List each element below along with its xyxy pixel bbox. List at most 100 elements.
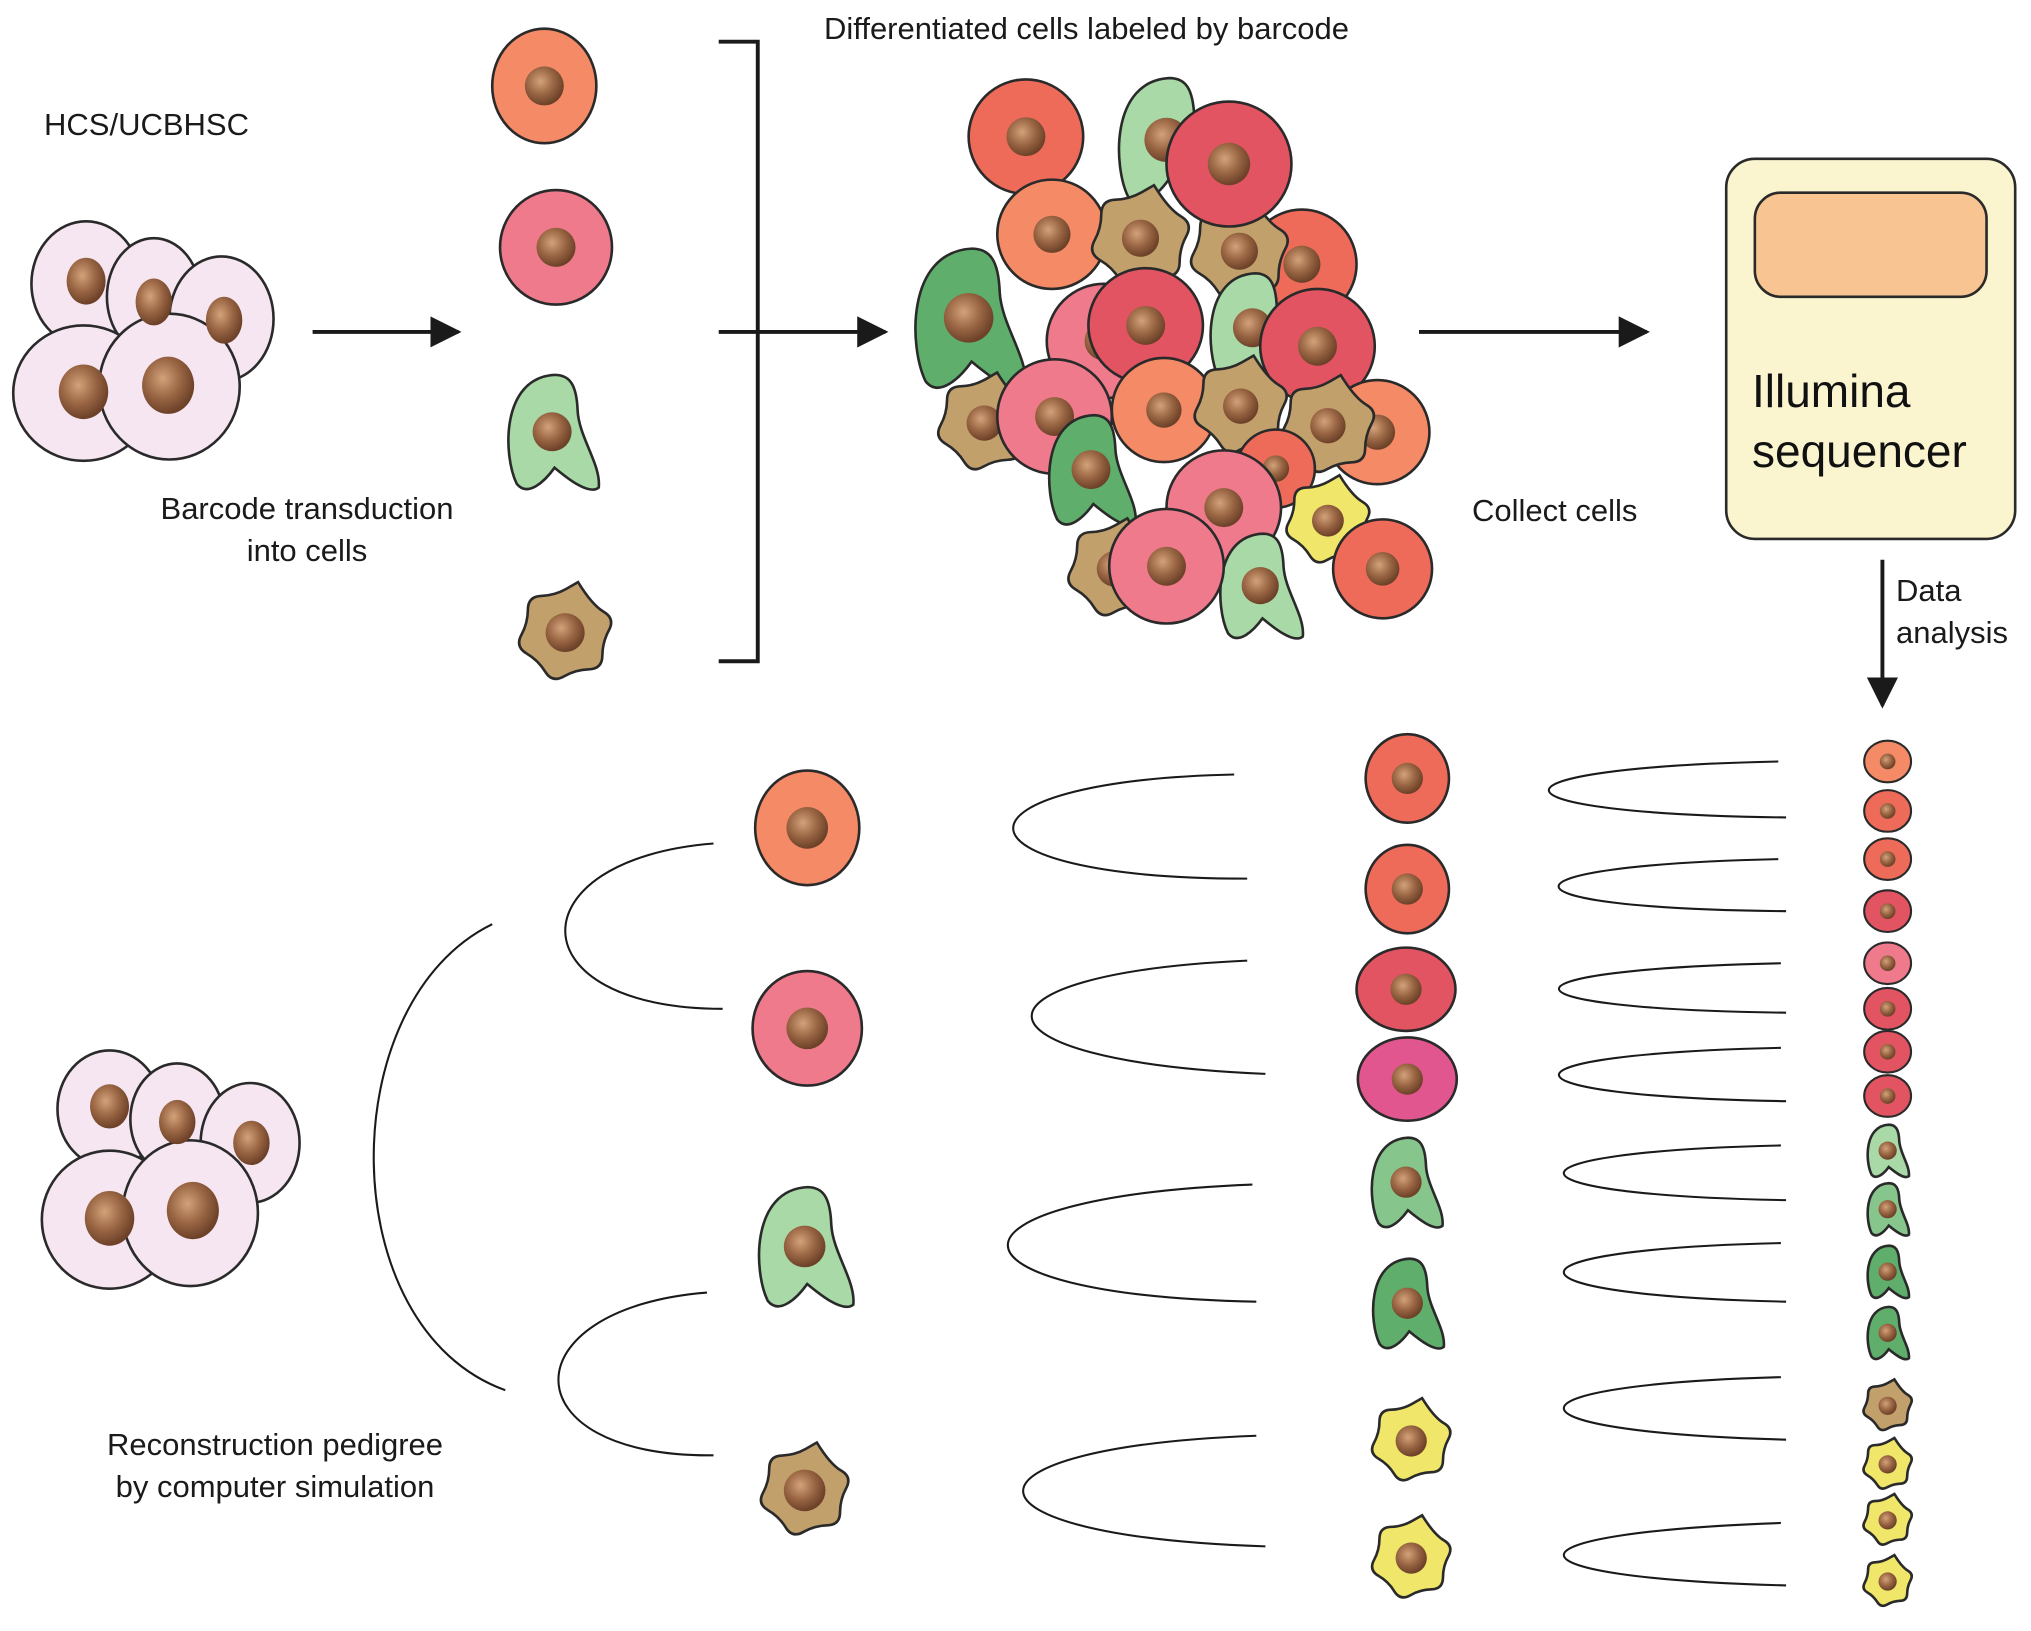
grouping-bracket <box>718 39 760 664</box>
data-analysis-label: Data analysis <box>1896 573 2008 650</box>
green-cell <box>1370 1136 1444 1229</box>
nucleus <box>966 405 1002 441</box>
nucleus <box>1283 245 1321 283</box>
nucleus <box>1220 232 1258 270</box>
nucleus <box>1365 552 1400 586</box>
nucleus <box>1147 546 1186 586</box>
flow-arrows <box>312 316 1899 709</box>
nucleus <box>1035 397 1075 437</box>
nucleus <box>1222 388 1259 424</box>
orange-cell <box>490 27 598 145</box>
green-cell <box>507 373 601 491</box>
nucleus <box>1390 973 1422 1005</box>
nucleus <box>1879 803 1896 819</box>
cluster-cell <box>967 78 1085 196</box>
nucleus <box>1391 873 1423 905</box>
nucleus <box>1878 1323 1897 1342</box>
nucleus <box>1241 567 1279 605</box>
nucleus <box>1391 762 1423 795</box>
nucleus <box>1204 488 1244 528</box>
nucleus <box>1006 117 1046 157</box>
leaf-cell <box>1863 986 1913 1031</box>
pink-cell <box>498 188 614 306</box>
tan-cell <box>759 1440 850 1536</box>
nucleus <box>1879 955 1896 972</box>
pedigree-generation-3-cells <box>1862 739 1914 1608</box>
nucleus <box>532 412 572 452</box>
nucleus <box>1146 392 1182 428</box>
cluster-cell <box>1090 183 1191 289</box>
cluster-cell <box>1193 353 1288 454</box>
leaf-cell <box>1862 1492 1914 1546</box>
salmon-cell <box>1364 732 1451 824</box>
cluster-cell <box>1165 100 1293 228</box>
nucleus <box>1879 753 1896 770</box>
nucleus <box>1391 1063 1423 1095</box>
stem-cell-cluster-top <box>11 219 275 463</box>
leaf-cell <box>1862 1553 1914 1608</box>
sequencer-screen <box>1753 191 1988 299</box>
nucleus <box>1207 142 1251 186</box>
differentiated-cells-title: Differentiated cells labeled by barcode <box>824 11 1350 46</box>
hcs-ucbhsc-label: HCS/UCBHSC <box>44 107 249 142</box>
nucleus <box>1298 326 1337 366</box>
nucleus <box>786 1007 829 1050</box>
pedigree-tree <box>372 760 1787 1587</box>
nucleus <box>524 66 564 106</box>
cluster-cell <box>1219 532 1305 640</box>
leaf-cell <box>1863 889 1913 934</box>
leaf-cell <box>1863 739 1913 784</box>
barcode-transduction-label: Barcode transduction into cells <box>160 491 454 568</box>
nucleus <box>1390 1166 1422 1198</box>
nucleus <box>943 293 994 343</box>
pedigree-generation-2-cells <box>1355 732 1459 1599</box>
yellow-cell <box>1370 1396 1452 1482</box>
leaf-cell <box>1863 941 1913 986</box>
cluster-cell <box>914 247 1027 390</box>
cluster-cell <box>1087 266 1205 384</box>
nucleus <box>1879 1088 1896 1104</box>
illumina-sequencer-icon <box>1724 157 2017 541</box>
nucleus <box>1121 219 1160 257</box>
leaf-cell <box>1863 837 1913 881</box>
leaf-cell <box>1866 1305 1911 1361</box>
salmon-cell <box>1364 843 1451 935</box>
leaf-cell <box>1866 1244 1911 1300</box>
leaf-cell <box>1863 1074 1913 1118</box>
cluster-cell <box>1331 518 1434 620</box>
leaf-cell <box>1866 1181 1911 1237</box>
leaf-cell <box>1866 1123 1911 1179</box>
green-cell <box>757 1185 855 1308</box>
leaf-cell <box>1863 789 1913 833</box>
nucleus <box>1126 305 1166 345</box>
leaf-cell <box>1863 1029 1913 1074</box>
nucleus <box>786 807 829 849</box>
nucleus <box>1878 1396 1897 1415</box>
nucleus <box>1310 407 1346 444</box>
nucleus <box>1311 504 1344 537</box>
illumina-sequencer-label: Illumina sequencer <box>1752 365 1967 477</box>
nucleus <box>1879 851 1896 867</box>
nucleus <box>1878 1262 1897 1281</box>
magenta-cell <box>1356 1036 1459 1123</box>
nucleus <box>1878 1455 1897 1474</box>
orange-cell <box>753 769 861 887</box>
nucleus <box>783 1469 826 1512</box>
yellow-cell <box>1370 1513 1452 1599</box>
differentiated-cell-cluster <box>914 76 1434 640</box>
collect-cells-label: Collect cells <box>1472 493 1638 528</box>
leaf-cell <box>1862 1436 1914 1490</box>
nucleus <box>1878 1141 1897 1160</box>
transduced-cells-column <box>490 27 614 681</box>
nucleus <box>1878 1200 1897 1219</box>
cluster-cell <box>1107 507 1226 625</box>
nucleus <box>1879 1000 1896 1017</box>
nucleus <box>1071 450 1111 490</box>
pink-cell <box>751 969 864 1087</box>
nucleus <box>1879 903 1896 919</box>
cluster-cell <box>995 178 1108 291</box>
nucleus <box>545 613 585 653</box>
nucleus <box>1033 215 1071 253</box>
